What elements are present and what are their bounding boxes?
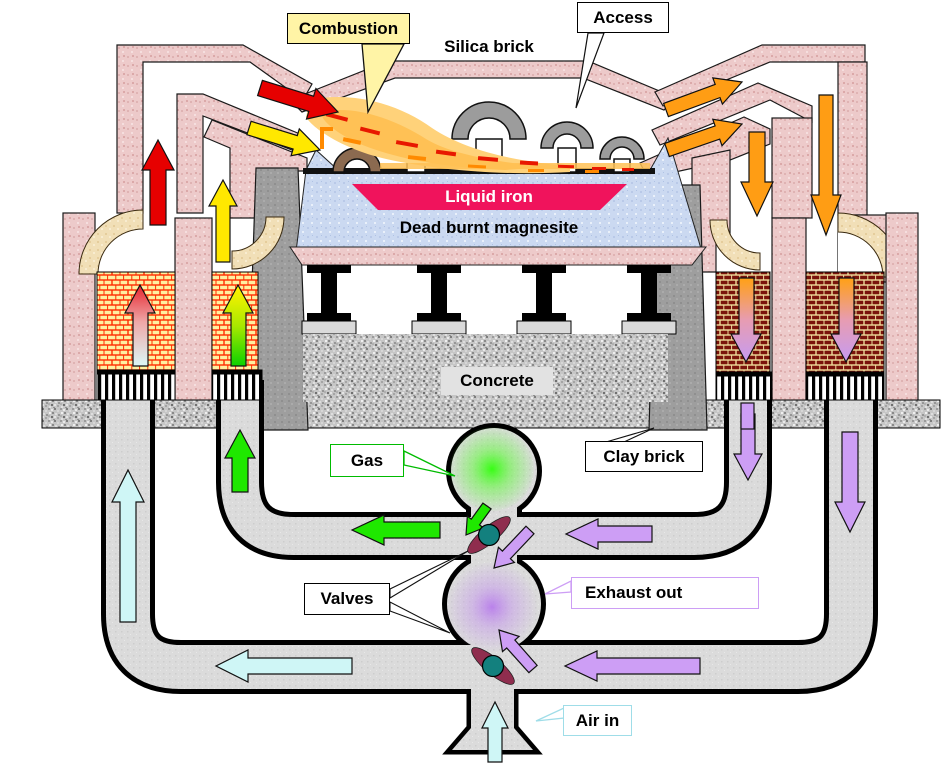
gas-pointer: [403, 449, 456, 477]
valves-pointer-lower: [389, 601, 451, 634]
access-callout: Access: [577, 2, 669, 33]
dead-burnt-magnesite-label: Dead burnt magnesite: [399, 218, 579, 237]
exhaust-glow: [447, 562, 537, 652]
arch-left-outer: [78, 209, 144, 275]
silica-brick-label: Silica brick: [444, 37, 534, 56]
i-beam-supports: [301, 265, 677, 335]
pipe-flow-arrows: [111, 402, 866, 763]
hearth-bottom-plate: [289, 246, 708, 266]
combustion-pointer: [361, 43, 406, 115]
liquid-iron-pool: [352, 184, 627, 210]
arch-right-inner: [709, 219, 761, 271]
regenerator-arrows: [123, 277, 863, 367]
top-flow-arrows: [141, 77, 842, 263]
liquid-iron-label: Liquid iron: [445, 187, 533, 206]
exhaust-pointer: [544, 579, 572, 595]
valves-callout: Valves: [304, 583, 390, 615]
grates: [96, 369, 885, 401]
reversing-valve-upper: [467, 516, 511, 554]
valve-disc-lower: [481, 654, 505, 678]
callout-pointers: [361, 32, 655, 722]
combustion-callout: Combustion: [287, 13, 410, 44]
clay-brick-callout: Clay brick: [585, 441, 703, 472]
combustion-flame: [299, 96, 650, 174]
air-in-pointer: [535, 706, 565, 722]
valves-pointer-upper: [389, 550, 469, 599]
reversing-valve-lower: [471, 647, 515, 685]
gas-glow: [450, 427, 534, 511]
valve-disc-upper: [477, 523, 501, 547]
gas-callout: Gas: [330, 444, 404, 477]
concrete-label: Concrete: [441, 367, 553, 395]
air-in-callout: Air in: [563, 705, 632, 736]
exhaust-out-callout: Exhaust out: [571, 577, 759, 609]
arch-left-inner: [231, 216, 285, 270]
access-pointer: [575, 32, 605, 109]
clay-brick-pointer: [605, 427, 655, 443]
